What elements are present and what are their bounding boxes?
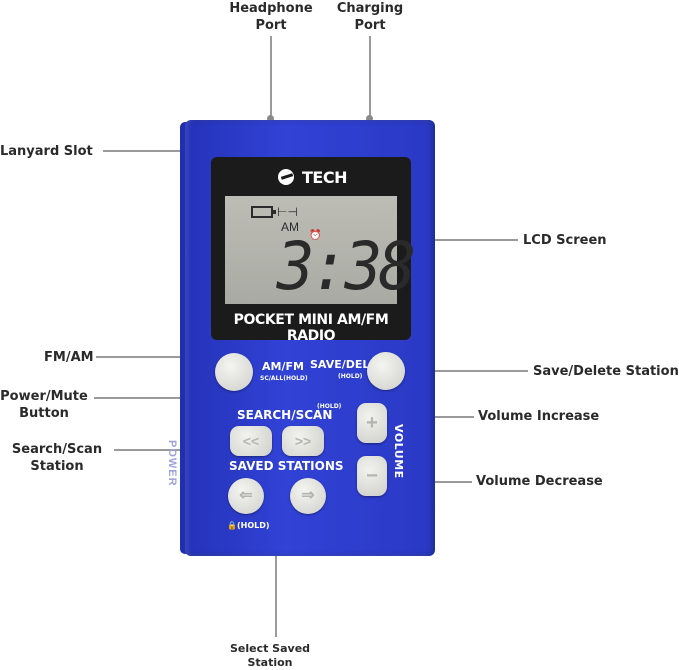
volume-increase-label: Volume Increase bbox=[478, 409, 600, 424]
select-saved-label: Select Saved Station bbox=[229, 642, 311, 669]
fm-am-label: FM/AM bbox=[44, 350, 94, 365]
am-fm-sub-label: SC/ALL(HOLD) bbox=[260, 375, 308, 382]
save-leader bbox=[400, 370, 528, 372]
saved-stations-title: SAVED STATIONS bbox=[229, 459, 344, 473]
charging-leader-dot bbox=[366, 115, 373, 122]
lcd-time: 3:38 bbox=[276, 228, 417, 305]
arrow-left-icon: ⇐ bbox=[239, 487, 253, 504]
lock-hold-label: 🔒(HOLD) bbox=[227, 521, 270, 530]
brand-logo: TECH bbox=[278, 168, 348, 190]
power-side-label: POWER bbox=[166, 440, 178, 487]
save-del-sub-label: (HOLD) bbox=[338, 373, 363, 380]
charging-port-label: Charging Port bbox=[336, 1, 404, 33]
lcd-band: AM bbox=[281, 220, 299, 234]
volume-side-label: VOLUME bbox=[392, 424, 405, 479]
save-delete-label: Save/Delete Station bbox=[533, 364, 679, 379]
brand-name: TECH bbox=[302, 168, 347, 187]
am-fm-button-label: AM/FM bbox=[262, 360, 304, 373]
plus-icon: + bbox=[366, 412, 378, 434]
alarm-icon: ⏰ bbox=[309, 230, 322, 241]
lanyard-leader bbox=[103, 150, 188, 152]
search-prev-button[interactable]: << bbox=[230, 426, 272, 456]
minus-icon: − bbox=[366, 465, 378, 487]
search-leader bbox=[114, 449, 242, 451]
search-scan-label: Search/Scan Station bbox=[11, 442, 103, 474]
rewind-icon: << bbox=[242, 433, 260, 449]
lanyard-slot-label: Lanyard Slot bbox=[0, 144, 93, 159]
volume-up-button[interactable]: + bbox=[357, 403, 387, 443]
headphone-port-label: Headphone Port bbox=[229, 1, 313, 33]
arrow-right-icon: ⇒ bbox=[301, 487, 315, 504]
saved-next-button[interactable]: ⇒ bbox=[290, 478, 326, 514]
fm-am-leader bbox=[96, 356, 232, 358]
antenna-icon: ⊢⊣ bbox=[277, 205, 298, 219]
power-leader bbox=[94, 397, 186, 399]
save-delete-button[interactable] bbox=[367, 352, 405, 390]
search-next-button[interactable]: >> bbox=[282, 426, 324, 456]
headphone-leader-dot bbox=[267, 115, 274, 122]
volume-decrease-label: Volume Decrease bbox=[476, 474, 603, 489]
lcd-screen: ⊢⊣ AM ⏰ 3:38 bbox=[225, 196, 416, 305]
am-fm-button[interactable] bbox=[215, 353, 253, 391]
volume-down-button[interactable]: − bbox=[357, 456, 387, 496]
lcd-screen-label: LCD Screen bbox=[523, 233, 607, 248]
fast-forward-icon: >> bbox=[294, 433, 312, 449]
power-mute-label: Power/Mute Button bbox=[0, 389, 88, 421]
lock-icon: 🔒 bbox=[227, 521, 237, 530]
lcd-leader bbox=[390, 239, 518, 241]
lock-hold-text: (HOLD) bbox=[236, 521, 270, 530]
model-name: POCKET MINI AM/FM RADIO bbox=[233, 312, 389, 344]
search-hold-label: (HOLD) bbox=[317, 403, 342, 410]
battery-icon bbox=[251, 206, 276, 218]
brand-globe-icon bbox=[278, 169, 294, 185]
headphone-leader bbox=[270, 36, 272, 118]
search-scan-title: SEARCH/SCAN bbox=[237, 408, 333, 422]
save-del-button-label: SAVE/DEL bbox=[310, 358, 370, 371]
saved-leader-stem bbox=[275, 511, 277, 637]
charging-leader bbox=[369, 36, 371, 118]
saved-prev-button[interactable]: ⇐ bbox=[228, 478, 264, 514]
